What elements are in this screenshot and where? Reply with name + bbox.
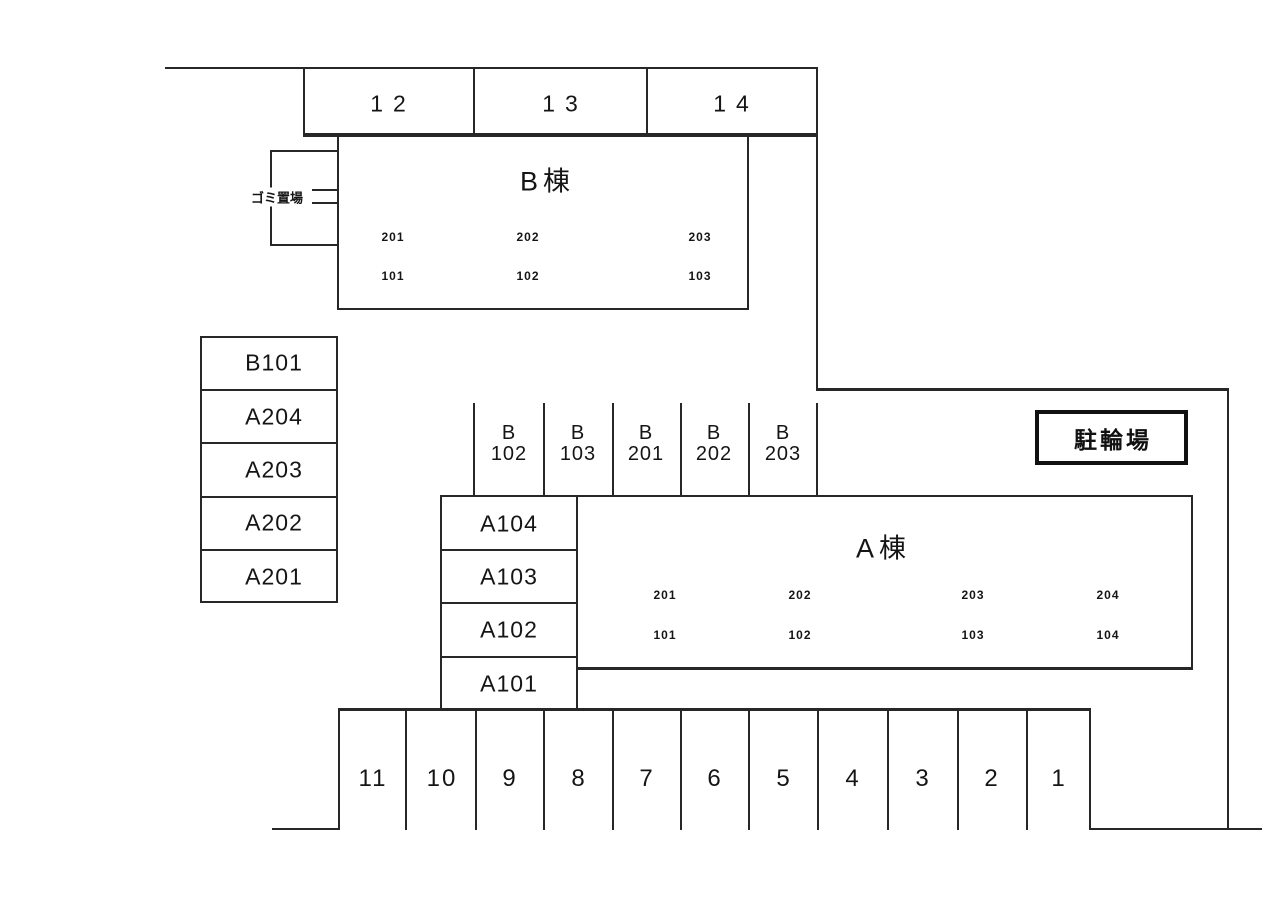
parking-stall-3: 3 bbox=[915, 765, 931, 792]
parking-stall-7: 7 bbox=[639, 765, 655, 792]
parking-stall-12: 12 bbox=[370, 90, 416, 117]
parking-stall-6: 6 bbox=[707, 765, 723, 792]
bottom-stalls-line-11 bbox=[1089, 708, 1091, 830]
parking-stall-9: 9 bbox=[502, 765, 518, 792]
top-stalls-top-line bbox=[303, 67, 818, 69]
mid-stalls-line-1 bbox=[473, 403, 475, 496]
parking-stall-5: 5 bbox=[776, 765, 792, 792]
mid-stalls-line-4 bbox=[680, 403, 682, 496]
left-stalls-outline bbox=[200, 336, 338, 603]
garbage-area-bottom-line bbox=[270, 244, 337, 246]
room-a104: 104 bbox=[1096, 628, 1120, 642]
room-a101: 101 bbox=[653, 628, 677, 642]
parking-stall-a101: A101 bbox=[480, 670, 538, 697]
parking-stall-a204: A204 bbox=[245, 403, 303, 430]
mid-stalls-line-2 bbox=[543, 403, 545, 496]
mid-stalls-line-3 bbox=[612, 403, 614, 496]
room-b203: 203 bbox=[688, 230, 712, 244]
parking-stall-4: 4 bbox=[845, 765, 861, 792]
bottom-stalls-line-6 bbox=[748, 708, 750, 830]
building-a-right-line bbox=[1191, 495, 1193, 670]
top-stalls-divider-13-14 bbox=[646, 67, 648, 137]
building-b-right-line bbox=[747, 137, 749, 310]
a-column-divider-2 bbox=[440, 602, 578, 604]
parking-stall-14: 14 bbox=[713, 90, 759, 117]
room-b201: 201 bbox=[381, 230, 405, 244]
garbage-area-gate-tick-upper bbox=[312, 189, 337, 191]
room-b202: 202 bbox=[516, 230, 540, 244]
parking-stall-a103: A103 bbox=[480, 563, 538, 590]
building-a-bottom-line bbox=[576, 667, 1193, 670]
left-stalls-divider-4 bbox=[200, 549, 338, 551]
bicycle-parking-area: 駐輪場 bbox=[1035, 410, 1188, 465]
room-a102: 102 bbox=[788, 628, 812, 642]
bottom-stalls-line-4 bbox=[612, 708, 614, 830]
bottom-stalls-line-5 bbox=[680, 708, 682, 830]
top-stalls-bottom-line bbox=[303, 133, 818, 137]
garbage-area-gate-tick-lower bbox=[312, 202, 337, 204]
garbage-area-label: ゴミ置場 bbox=[248, 187, 306, 207]
parking-stall-a203: A203 bbox=[245, 456, 303, 483]
room-a204: 204 bbox=[1096, 588, 1120, 602]
bottom-stalls-line-1 bbox=[405, 708, 407, 830]
building-b-title: B棟 bbox=[519, 166, 576, 197]
bottom-stalls-line-8 bbox=[887, 708, 889, 830]
boundary-right-line bbox=[1227, 388, 1229, 830]
boundary-top-left-line bbox=[165, 67, 305, 69]
parking-stall-a202: A202 bbox=[245, 509, 303, 536]
room-a202: 202 bbox=[788, 588, 812, 602]
parking-stall-10: 10 bbox=[426, 765, 458, 792]
room-b101: 101 bbox=[381, 269, 405, 283]
room-a103: 103 bbox=[961, 628, 985, 642]
a-column-divider-3 bbox=[440, 656, 578, 658]
parking-stall-a104: A104 bbox=[480, 510, 538, 537]
left-stalls-divider-1 bbox=[200, 389, 338, 391]
bottom-stalls-line-10 bbox=[1026, 708, 1028, 830]
bottom-stalls-line-2 bbox=[475, 708, 477, 830]
parking-stall-8: 8 bbox=[571, 765, 587, 792]
parking-stall-a102: A102 bbox=[480, 616, 538, 643]
bicycle-parking-label: 駐輪場 bbox=[1074, 426, 1152, 453]
bottom-stalls-top-line bbox=[338, 708, 1091, 711]
boundary-mid-right-line bbox=[816, 388, 1229, 391]
building-b-left-line bbox=[337, 137, 339, 310]
parking-stall-13: 13 bbox=[542, 90, 588, 117]
building-a-top-line bbox=[440, 495, 1193, 497]
bottom-stalls-line-9 bbox=[957, 708, 959, 830]
top-stalls-divider-12-13 bbox=[473, 67, 475, 137]
room-a201: 201 bbox=[653, 588, 677, 602]
mid-stalls-line-6 bbox=[816, 403, 818, 496]
left-stalls-divider-2 bbox=[200, 442, 338, 444]
boundary-bottom-left-line bbox=[272, 828, 340, 830]
room-a203: 203 bbox=[961, 588, 985, 602]
room-b103: 103 bbox=[688, 269, 712, 283]
boundary-bottom-right-line bbox=[1090, 828, 1262, 830]
bottom-stalls-line-0 bbox=[338, 708, 340, 830]
top-stalls-right-line bbox=[816, 67, 818, 137]
garbage-area-top-line bbox=[270, 150, 337, 152]
bottom-stalls-line-3 bbox=[543, 708, 545, 830]
top-stalls-left-line bbox=[303, 67, 305, 137]
building-a-title: A棟 bbox=[855, 533, 912, 564]
parking-stall-2: 2 bbox=[984, 765, 1000, 792]
building-b-bottom-line bbox=[337, 308, 749, 310]
parking-stall-1: 1 bbox=[1051, 765, 1067, 792]
room-b102: 102 bbox=[516, 269, 540, 283]
parking-stall-11: 11 bbox=[358, 765, 388, 792]
left-stalls-divider-3 bbox=[200, 496, 338, 498]
mid-stalls-line-5 bbox=[748, 403, 750, 496]
bottom-stalls-line-7 bbox=[817, 708, 819, 830]
a-column-divider-1 bbox=[440, 549, 578, 551]
parking-stall-a201: A201 bbox=[245, 563, 303, 590]
parking-stall-b101: B101 bbox=[245, 349, 303, 376]
boundary-right-upper-line bbox=[816, 137, 818, 390]
